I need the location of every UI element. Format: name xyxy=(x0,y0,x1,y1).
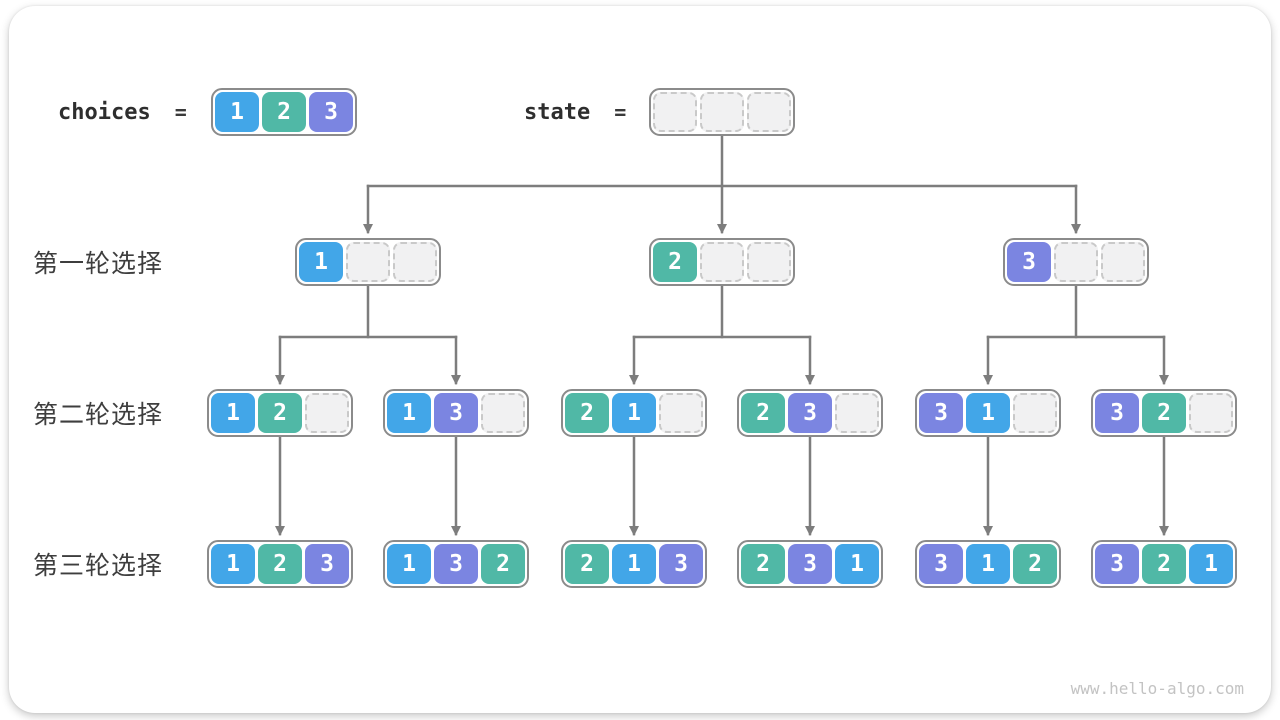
cell-value-3: 3 xyxy=(919,393,963,433)
cell-value-1: 1 xyxy=(612,393,656,433)
round-1-label: 第一轮选择 xyxy=(33,250,164,278)
cell-value-2: 2 xyxy=(565,544,609,584)
cell-value-1: 1 xyxy=(211,393,255,433)
cell-empty xyxy=(1189,393,1233,433)
cell-empty xyxy=(1054,242,1098,282)
cell-empty xyxy=(659,393,703,433)
watermark: www.hello-algo.com xyxy=(1070,679,1244,698)
cell-empty xyxy=(305,393,349,433)
cell-value-2: 2 xyxy=(481,544,525,584)
cell-value-2: 2 xyxy=(741,544,785,584)
round-2-label: 第二轮选择 xyxy=(33,401,164,429)
cell-value-1: 1 xyxy=(612,544,656,584)
cell-value-3: 3 xyxy=(1007,242,1051,282)
cell-empty xyxy=(747,242,791,282)
cell-value-1: 1 xyxy=(299,242,343,282)
cell-value-3: 3 xyxy=(305,544,349,584)
cell-value-2: 2 xyxy=(741,393,785,433)
cell-empty xyxy=(747,92,791,132)
cell-value-3: 3 xyxy=(434,393,478,433)
cell-value-3: 3 xyxy=(919,544,963,584)
cell-value-3: 3 xyxy=(309,92,353,132)
cell-empty xyxy=(346,242,390,282)
cell-value-1: 1 xyxy=(387,393,431,433)
cell-value-1: 1 xyxy=(1189,544,1233,584)
cell-value-3: 3 xyxy=(788,544,832,584)
cell-empty xyxy=(393,242,437,282)
round-1-box-3: 3 xyxy=(1003,238,1149,286)
cell-value-3: 3 xyxy=(659,544,703,584)
cell-value-2: 2 xyxy=(653,242,697,282)
state-variable: state = xyxy=(524,88,626,136)
state-equals-sign: = xyxy=(614,100,627,124)
cell-value-1: 1 xyxy=(966,393,1010,433)
choices-label: choices xyxy=(58,99,151,125)
choices-variable: choices = xyxy=(58,88,187,136)
state-label: state xyxy=(524,99,591,125)
cell-value-2: 2 xyxy=(1142,544,1186,584)
cell-empty xyxy=(1101,242,1145,282)
round-1-box-1: 1 xyxy=(295,238,441,286)
diagram-card xyxy=(9,6,1271,713)
cell-empty xyxy=(835,393,879,433)
cell-value-1: 1 xyxy=(835,544,879,584)
cell-value-2: 2 xyxy=(1013,544,1057,584)
cell-empty xyxy=(1013,393,1057,433)
cell-empty xyxy=(653,92,697,132)
cell-value-1: 1 xyxy=(211,544,255,584)
cell-value-2: 2 xyxy=(258,393,302,433)
cell-value-1: 1 xyxy=(387,544,431,584)
round-3-label: 第三轮选择 xyxy=(33,552,164,580)
cell-value-2: 2 xyxy=(1142,393,1186,433)
cell-empty xyxy=(700,242,744,282)
cell-empty xyxy=(481,393,525,433)
cell-value-3: 3 xyxy=(1095,393,1139,433)
cell-value-3: 3 xyxy=(434,544,478,584)
cell-value-3: 3 xyxy=(788,393,832,433)
cell-value-1: 1 xyxy=(215,92,259,132)
cell-value-2: 2 xyxy=(565,393,609,433)
state-array xyxy=(649,88,795,136)
choices-equals-sign: = xyxy=(174,100,187,124)
cell-value-3: 3 xyxy=(1095,544,1139,584)
cell-value-2: 2 xyxy=(258,544,302,584)
cell-value-2: 2 xyxy=(262,92,306,132)
cell-empty xyxy=(700,92,744,132)
cell-value-1: 1 xyxy=(966,544,1010,584)
round-1-box-2: 2 xyxy=(649,238,795,286)
